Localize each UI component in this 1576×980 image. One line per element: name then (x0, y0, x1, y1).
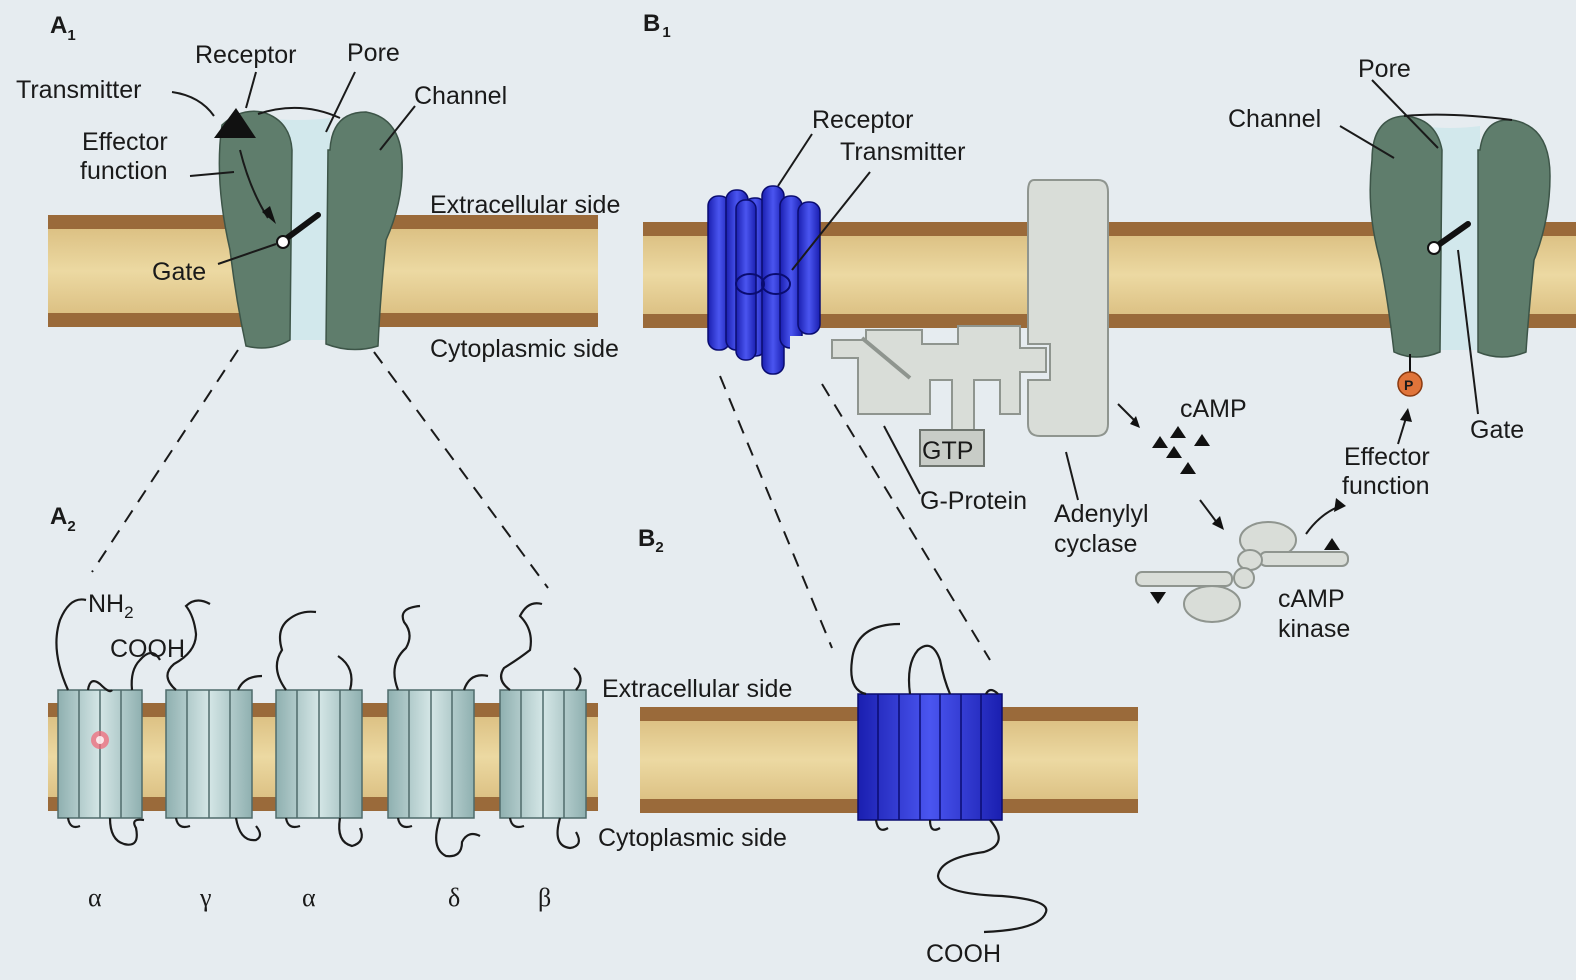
camp-kinase-label-line2: kinase (1278, 615, 1350, 643)
cytoplasmic-label-top: Cytoplasmic side (430, 335, 619, 363)
arrow-effector-to-channel (1397, 417, 1407, 445)
subunit-label-beta: β (538, 883, 551, 912)
receptor-label: Receptor (195, 41, 296, 69)
zoom-line-b-left (719, 375, 833, 649)
ionotropic-channel-a1 (218, 106, 403, 351)
subunit-alpha-1 (55, 598, 161, 846)
b1-pore-label: Pore (1358, 55, 1411, 83)
channel-label: Channel (414, 82, 507, 110)
arrow-cyclase-to-camp (1117, 403, 1137, 423)
extracellular-label-top: Extracellular side (430, 191, 620, 219)
subunit-label-alpha-2: α (302, 883, 316, 912)
subunit-beta (499, 602, 587, 850)
zoom-line-a-right (373, 351, 549, 589)
g-protein (831, 325, 1047, 467)
camp-molecules-icon (1152, 426, 1210, 474)
g-protein-label: G-Protein (920, 487, 1027, 515)
camp-kinase-label-line1: cAMP (1278, 585, 1345, 613)
adenylyl-cyclase-label-line1: Adenylyl (1054, 500, 1149, 528)
subunit-label-alpha-1: α (88, 883, 102, 912)
effector-label-line2: function (80, 157, 168, 185)
subunit-label-gamma: γ (199, 883, 212, 912)
arrow-camp-to-kinase (1199, 499, 1219, 525)
panel-b2-label: B2 (638, 525, 664, 556)
subunit-gamma (165, 599, 263, 842)
b1-effector-label-line2: function (1342, 472, 1430, 500)
arrowhead-icon (1400, 408, 1412, 422)
arrowhead-icon (1334, 498, 1346, 512)
arrowhead-icon (262, 206, 276, 224)
a2-cytoplasmic-label: Cytoplasmic side (598, 824, 787, 852)
b1-effector-label-line1: Effector (1344, 443, 1430, 471)
seven-transmembrane-receptor (850, 622, 1048, 934)
transmitter-icon (214, 108, 256, 138)
phosphate-icon: P (1397, 354, 1423, 397)
adenylyl-cyclase (1027, 179, 1109, 437)
a2-extracellular-label: Extracellular side (602, 675, 792, 703)
effector-label-line1: Effector (82, 128, 168, 156)
gate-label: Gate (152, 258, 206, 286)
b2-cooh-label: COOH (926, 940, 1001, 968)
adenylyl-cyclase-label-line2: cyclase (1054, 530, 1137, 558)
subunit-delta (387, 604, 489, 858)
zoom-line-a-left (91, 349, 239, 573)
metabotropic-channel-b1 (1369, 113, 1551, 358)
b1-gate-label: Gate (1470, 416, 1524, 444)
subunit-alpha-2 (275, 610, 363, 848)
arrowhead-icon (1130, 416, 1140, 428)
zoom-line-b-right (821, 383, 991, 661)
panel-a1-label: A1 (50, 12, 76, 44)
subunit-label-delta: δ (448, 883, 460, 912)
b1-transmitter-label: Transmitter (840, 138, 965, 166)
gtp-label: GTP (922, 437, 973, 465)
phosphate-label: P (1404, 377, 1413, 393)
panel-a2-label: A2 (50, 503, 76, 535)
b1-channel-label: Channel (1228, 105, 1321, 133)
pore-label: Pore (347, 39, 400, 67)
nh2-label: NH2 (88, 590, 134, 622)
transmitter-label: Transmitter (16, 76, 141, 104)
g-protein-coupled-receptor (707, 185, 821, 375)
camp-kinase (1135, 521, 1349, 623)
a2-cooh-label: COOH (110, 635, 185, 663)
gate-icon (276, 212, 321, 249)
arrowhead-icon (1212, 516, 1224, 530)
gate-icon (1427, 221, 1471, 255)
camp-label: cAMP (1180, 395, 1247, 423)
b1-receptor-label: Receptor (812, 106, 913, 134)
